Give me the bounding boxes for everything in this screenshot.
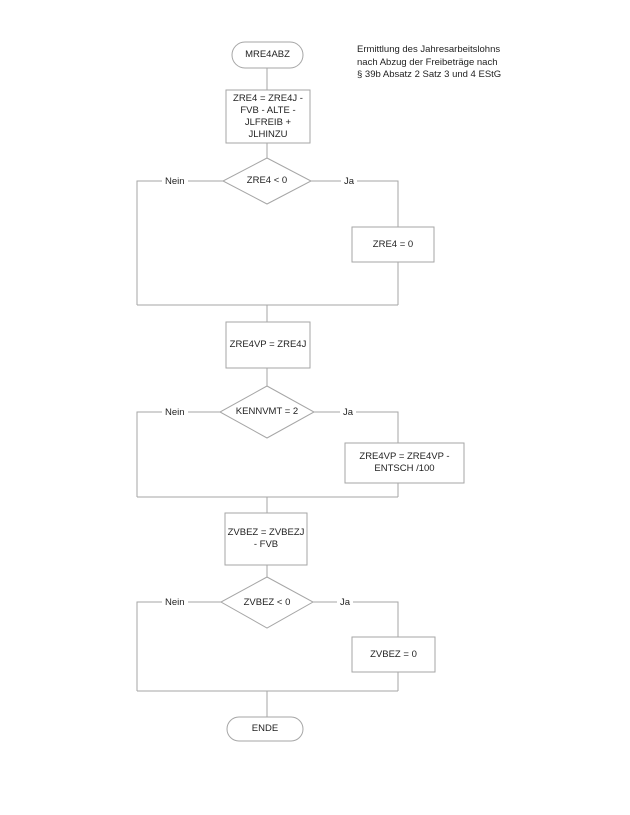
process-zvbez-zero-label: ZVBEZ = 0 (370, 648, 417, 660)
end-terminal-label: ENDE (251, 723, 279, 734)
start-terminal-label: MRE4ABZ (245, 49, 290, 60)
process-zre4vp-label: ZRE4VP = ZRE4J (229, 339, 307, 350)
edge-d3-ja (313, 601, 399, 637)
edge-d1-ja (311, 180, 399, 227)
node-shapes (218, 41, 465, 742)
annotation-note: Ermittlung des Jahresarbeitslohns nach A… (357, 44, 502, 80)
decision-zvbez-yes-label: Ja (337, 595, 354, 609)
process-zre4vp-shape (225, 321, 311, 369)
process-zvbez-label: ZVBEZ = ZVBEZJ - FVB (227, 527, 305, 550)
decision-zre4-shape (221, 157, 313, 205)
decision-kennvmt-no-label: Nein (162, 405, 188, 419)
decision-zvbez-no-label: Nein (162, 595, 188, 609)
process-zre4-zero-shape (351, 226, 435, 263)
edge-d1-nein (136, 180, 223, 305)
edge-d2-nein (136, 411, 220, 497)
decision-kennvmt-shape (218, 385, 316, 439)
decision-zre4-no-label: Nein (162, 174, 188, 188)
process-zre4vp-entsch-label: ZRE4VP = ZRE4VP - ENTSCH /100 (359, 451, 450, 474)
process-zvbez-shape (224, 512, 308, 566)
connector-lines (136, 68, 399, 717)
process-zvbez-zero-shape (351, 636, 436, 673)
end-terminal-shape (226, 716, 304, 742)
decision-zre4-label: ZRE4 < 0 (246, 175, 288, 186)
decision-kennvmt-label: KENNVMT = 2 (235, 406, 299, 417)
decision-kennvmt-yes-label: Ja (340, 405, 357, 419)
process-zre4-shape (225, 89, 311, 144)
process-zre4-zero-label: ZRE4 = 0 (372, 238, 414, 250)
decision-zvbez-shape (219, 576, 315, 629)
process-zre4-label: ZRE4 = ZRE4J - FVB - ALTE - JLFREIB + JL… (233, 92, 303, 140)
edge-d3-nein (136, 601, 221, 691)
decision-zre4-yes-label: Ja (341, 174, 358, 188)
process-zre4vp-entsch-shape (344, 442, 465, 484)
decision-zvbez-label: ZVBEZ < 0 (243, 596, 291, 608)
start-terminal-shape (231, 41, 304, 69)
